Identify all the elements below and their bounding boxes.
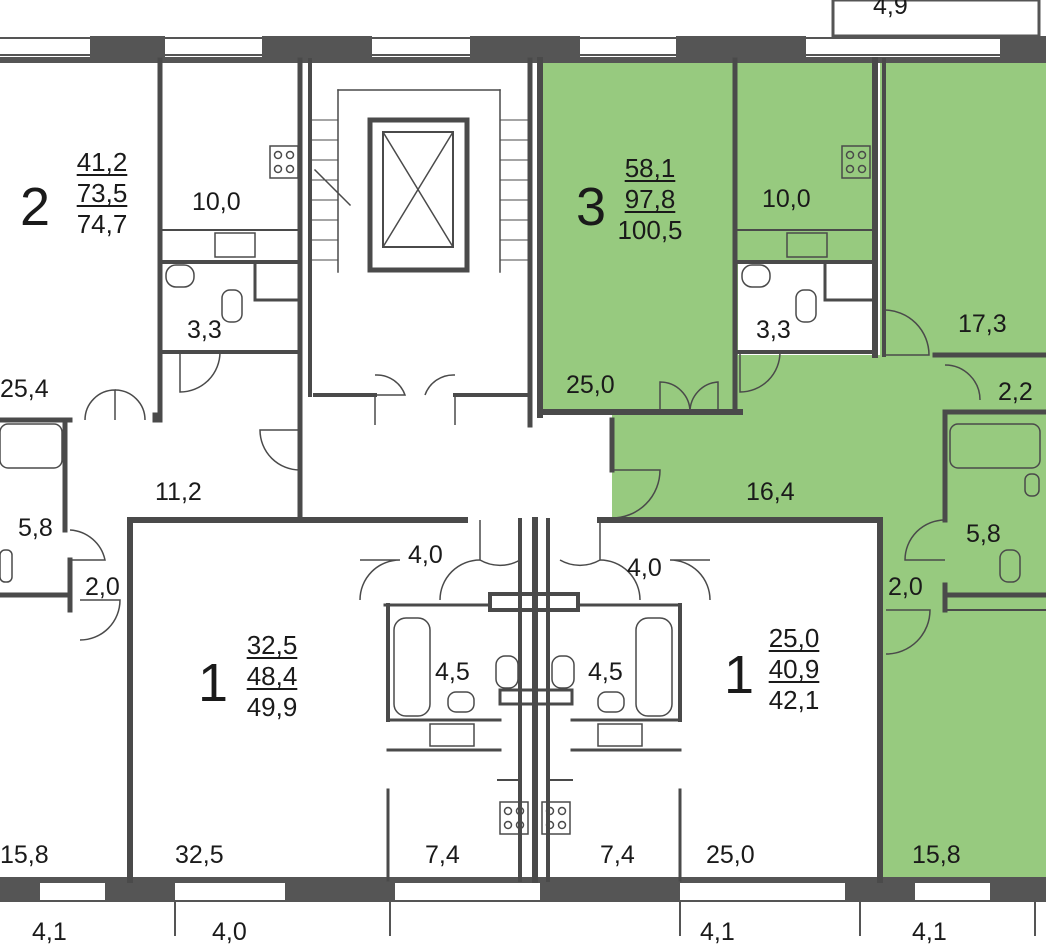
apartment-3-highlight [540,62,1046,877]
apartment-1-right-living: 25,0 [768,623,820,653]
room-area-room-apt3-b: 17,3 [958,310,1007,338]
walls [0,57,1046,883]
apartment-2-gross: 74,7 [76,209,128,239]
apartment-3-total: 97,8 [624,184,676,214]
room-area-bath-apt2: 3,3 [187,316,222,344]
room-area-room-apt3-a: 25,0 [566,371,615,399]
apartment-2-areas: 41,2 73,5 74,7 [70,147,134,240]
apartment-1-right-areas: 25,0 40,9 42,1 [762,623,826,716]
room-area-closet-left: 2,0 [85,573,120,601]
apartment-3-living: 58,1 [624,153,676,183]
fixtures [0,145,1041,835]
room-area-bath-apt1-right: 4,5 [588,658,623,686]
room-area-room-apt1-left: 32,5 [175,841,224,869]
apartment-2-total: 73,5 [76,178,128,208]
outer-wall-bottom [0,877,1046,936]
room-area-bottom-b: 4,0 [212,918,247,946]
room-area-bottom-d: 4,1 [912,918,947,946]
apartment-1-right-total: 40,9 [768,654,820,684]
room-area-hall-apt1-right: 4,0 [627,554,662,582]
room-area-kitchen-apt2: 10,0 [192,188,241,216]
apartment-1-right-gross: 42,1 [768,685,820,715]
apartment-1-right-number: 1 [724,645,755,705]
room-area-bath-left: 5,8 [18,514,53,542]
room-area-wc-apt3: 2,2 [998,378,1033,406]
apartment-2-living: 41,2 [76,147,128,177]
room-area-bottom-c: 4,1 [700,918,735,946]
room-area-hall-apt1-left: 4,0 [408,541,443,569]
apartment-1-left-number: 1 [198,653,229,713]
room-area-room-apt1-right: 25,0 [706,841,755,869]
room-area-hall-apt3: 16,4 [746,478,795,506]
apartment-1-left-living: 32,5 [246,630,298,660]
apartment-1-left-total: 48,4 [246,661,298,691]
apartment-2-number: 2 [20,177,51,237]
apartment-3-areas: 58,1 97,8 100,5 [612,153,688,246]
apartment-1-left-areas: 32,5 48,4 49,9 [240,630,304,723]
room-area-hall-apt2: 11,2 [155,478,202,506]
room-area-kitchen-apt3: 10,0 [762,185,811,213]
apartment-1-left-gross: 49,9 [246,692,298,722]
room-area-kitchen-apt1-left: 7,4 [425,841,460,869]
room-area-bottom-a: 4,1 [32,918,67,946]
apartment-3-gross: 100,5 [617,215,683,245]
outer-wall-top [0,0,1046,63]
room-area-bath-apt3-big: 5,8 [966,520,1001,548]
room-area-bath-apt3: 3,3 [756,316,791,344]
windows-top [90,36,1046,58]
windows-bottom [0,880,1046,902]
room-area-bath-apt1-left: 4,5 [435,658,470,686]
room-area-room-apt3-c: 15,8 [912,841,961,869]
room-area-room-apt2: 25,4 [0,375,49,403]
room-area-closet-apt3: 2,0 [888,573,923,601]
apartment-3-number: 3 [576,177,607,237]
room-area-room-left-bottom: 15,8 [0,841,49,869]
doors [69,309,981,655]
room-area-kitchen-apt1-right: 7,4 [600,841,635,869]
room-area-top-right: 4,9 [873,0,908,20]
